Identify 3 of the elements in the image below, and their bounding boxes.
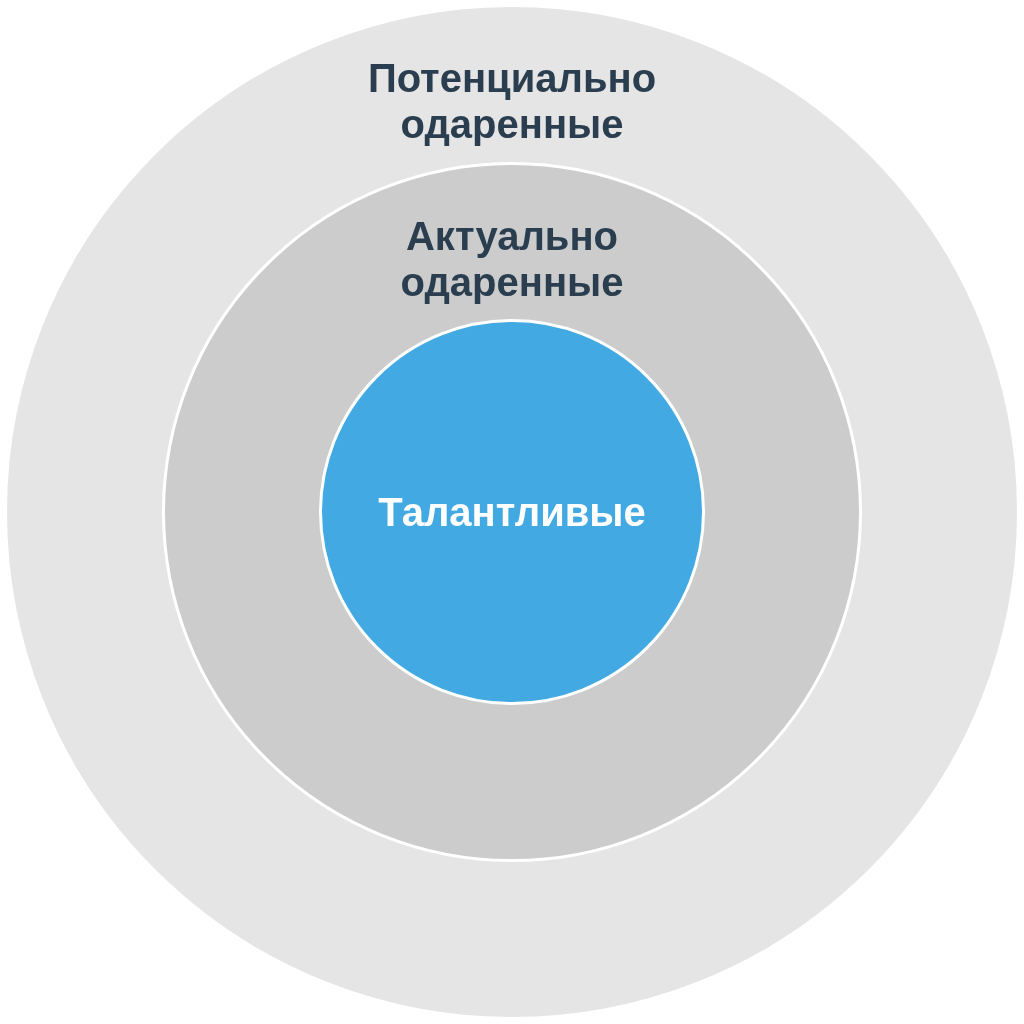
circle-label: Талантливые <box>377 489 647 535</box>
circle-label: Потенциально одаренные <box>366 55 658 147</box>
circle-label: Актуально одаренные <box>399 213 625 305</box>
